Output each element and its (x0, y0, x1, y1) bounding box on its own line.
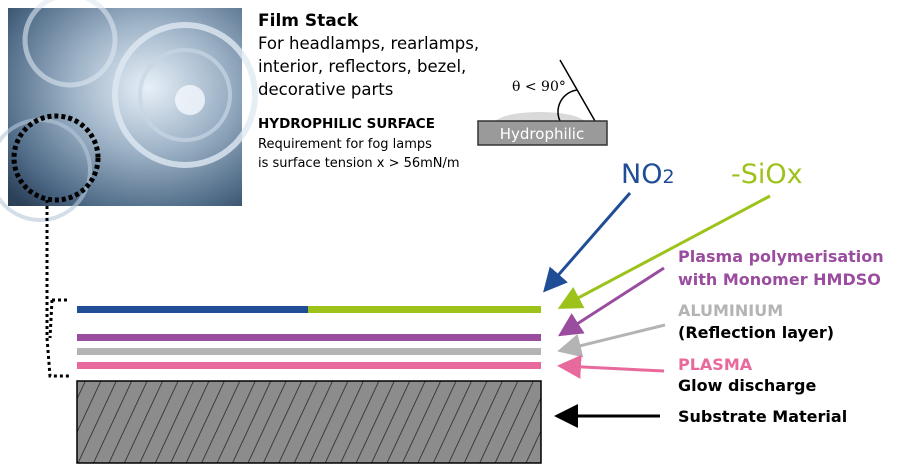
glow-label: Glow discharge (678, 376, 816, 395)
description-line: interior, reflectors, bezel, (258, 57, 466, 76)
layer-plasma (77, 362, 541, 369)
layer-plasma-polymer (77, 334, 541, 341)
headlamp-photo (0, 0, 258, 222)
magnifier-dotted-circle (11, 113, 101, 203)
no2-label: NO2 (621, 159, 675, 190)
description-line: For headlamps, rearlamps, (258, 34, 479, 53)
layer-no2 (77, 306, 308, 313)
title: Film Stack (258, 11, 359, 31)
arrow-aluminium (557, 323, 666, 358)
layer-substrate (76, 380, 542, 464)
description-line: decorative parts (258, 80, 393, 99)
reflection-label: (Reflection layer) (678, 323, 834, 342)
requirement-line: is surface tension x > 56mN/m (258, 156, 460, 171)
dotted-connector (45, 200, 70, 378)
plasma-polymer-label: Plasma polymerisation (678, 247, 884, 266)
substrate-label: Substrate Material (678, 407, 847, 426)
requirement-line: Requirement for fog lamps (258, 137, 432, 152)
arrow-siox (557, 194, 771, 309)
contact-angle-illustration: Hydrophilic θ < 90° (477, 59, 608, 146)
siox-label: -SiOx (731, 159, 803, 190)
arrow-plasma (557, 354, 665, 379)
aluminium-label: ALUMINIUM (678, 301, 783, 320)
arrow-no2 (543, 192, 632, 293)
layer-siox (308, 306, 541, 313)
plasma-label: PLASMA (678, 355, 753, 374)
arrow-plasma-polymer (557, 266, 665, 337)
subtitle: HYDROPHILIC SURFACE (258, 116, 435, 132)
angle-label: θ < 90° (512, 79, 566, 95)
layer-aluminium (77, 348, 541, 355)
hydrophilic-label: Hydrophilic (500, 125, 584, 143)
plasma-polymer-label-2: with Monomer HMDSO (678, 270, 881, 289)
